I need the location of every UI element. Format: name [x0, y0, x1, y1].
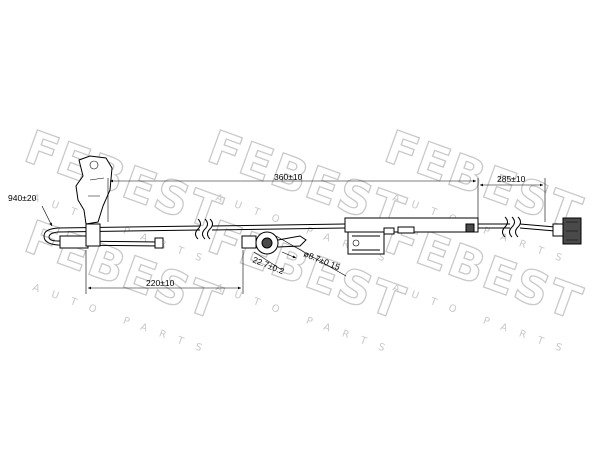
main-cable [57, 223, 556, 233]
segment-mid-label: 360±10 [274, 172, 303, 182]
cable-loop [43, 227, 161, 247]
cable-grommet [241, 231, 307, 255]
mid-bracket-hole [352, 239, 360, 247]
cable-clip-small [154, 237, 164, 249]
dim-bracket-width-line [253, 251, 283, 271]
sensor-assembly [43, 155, 582, 255]
sensor-body [85, 223, 101, 247]
bracket-hole [89, 160, 99, 170]
overall-length-leader [41, 205, 53, 227]
segment-end-label: 285±10 [497, 174, 526, 184]
segment-start-label: 220±10 [146, 278, 175, 288]
cable-break-marks [195, 216, 521, 240]
sensor-sleeve [59, 235, 89, 249]
dim-hole-leader [275, 235, 347, 277]
grommet-hole [261, 237, 273, 249]
dim-bracket-width-arrow [281, 251, 297, 259]
mid-bracket [344, 217, 479, 255]
cable-loop-inner [48, 231, 161, 243]
overall-length-label: 940±20 [8, 193, 37, 203]
sensor-bracket [75, 155, 113, 225]
connector [552, 217, 582, 245]
